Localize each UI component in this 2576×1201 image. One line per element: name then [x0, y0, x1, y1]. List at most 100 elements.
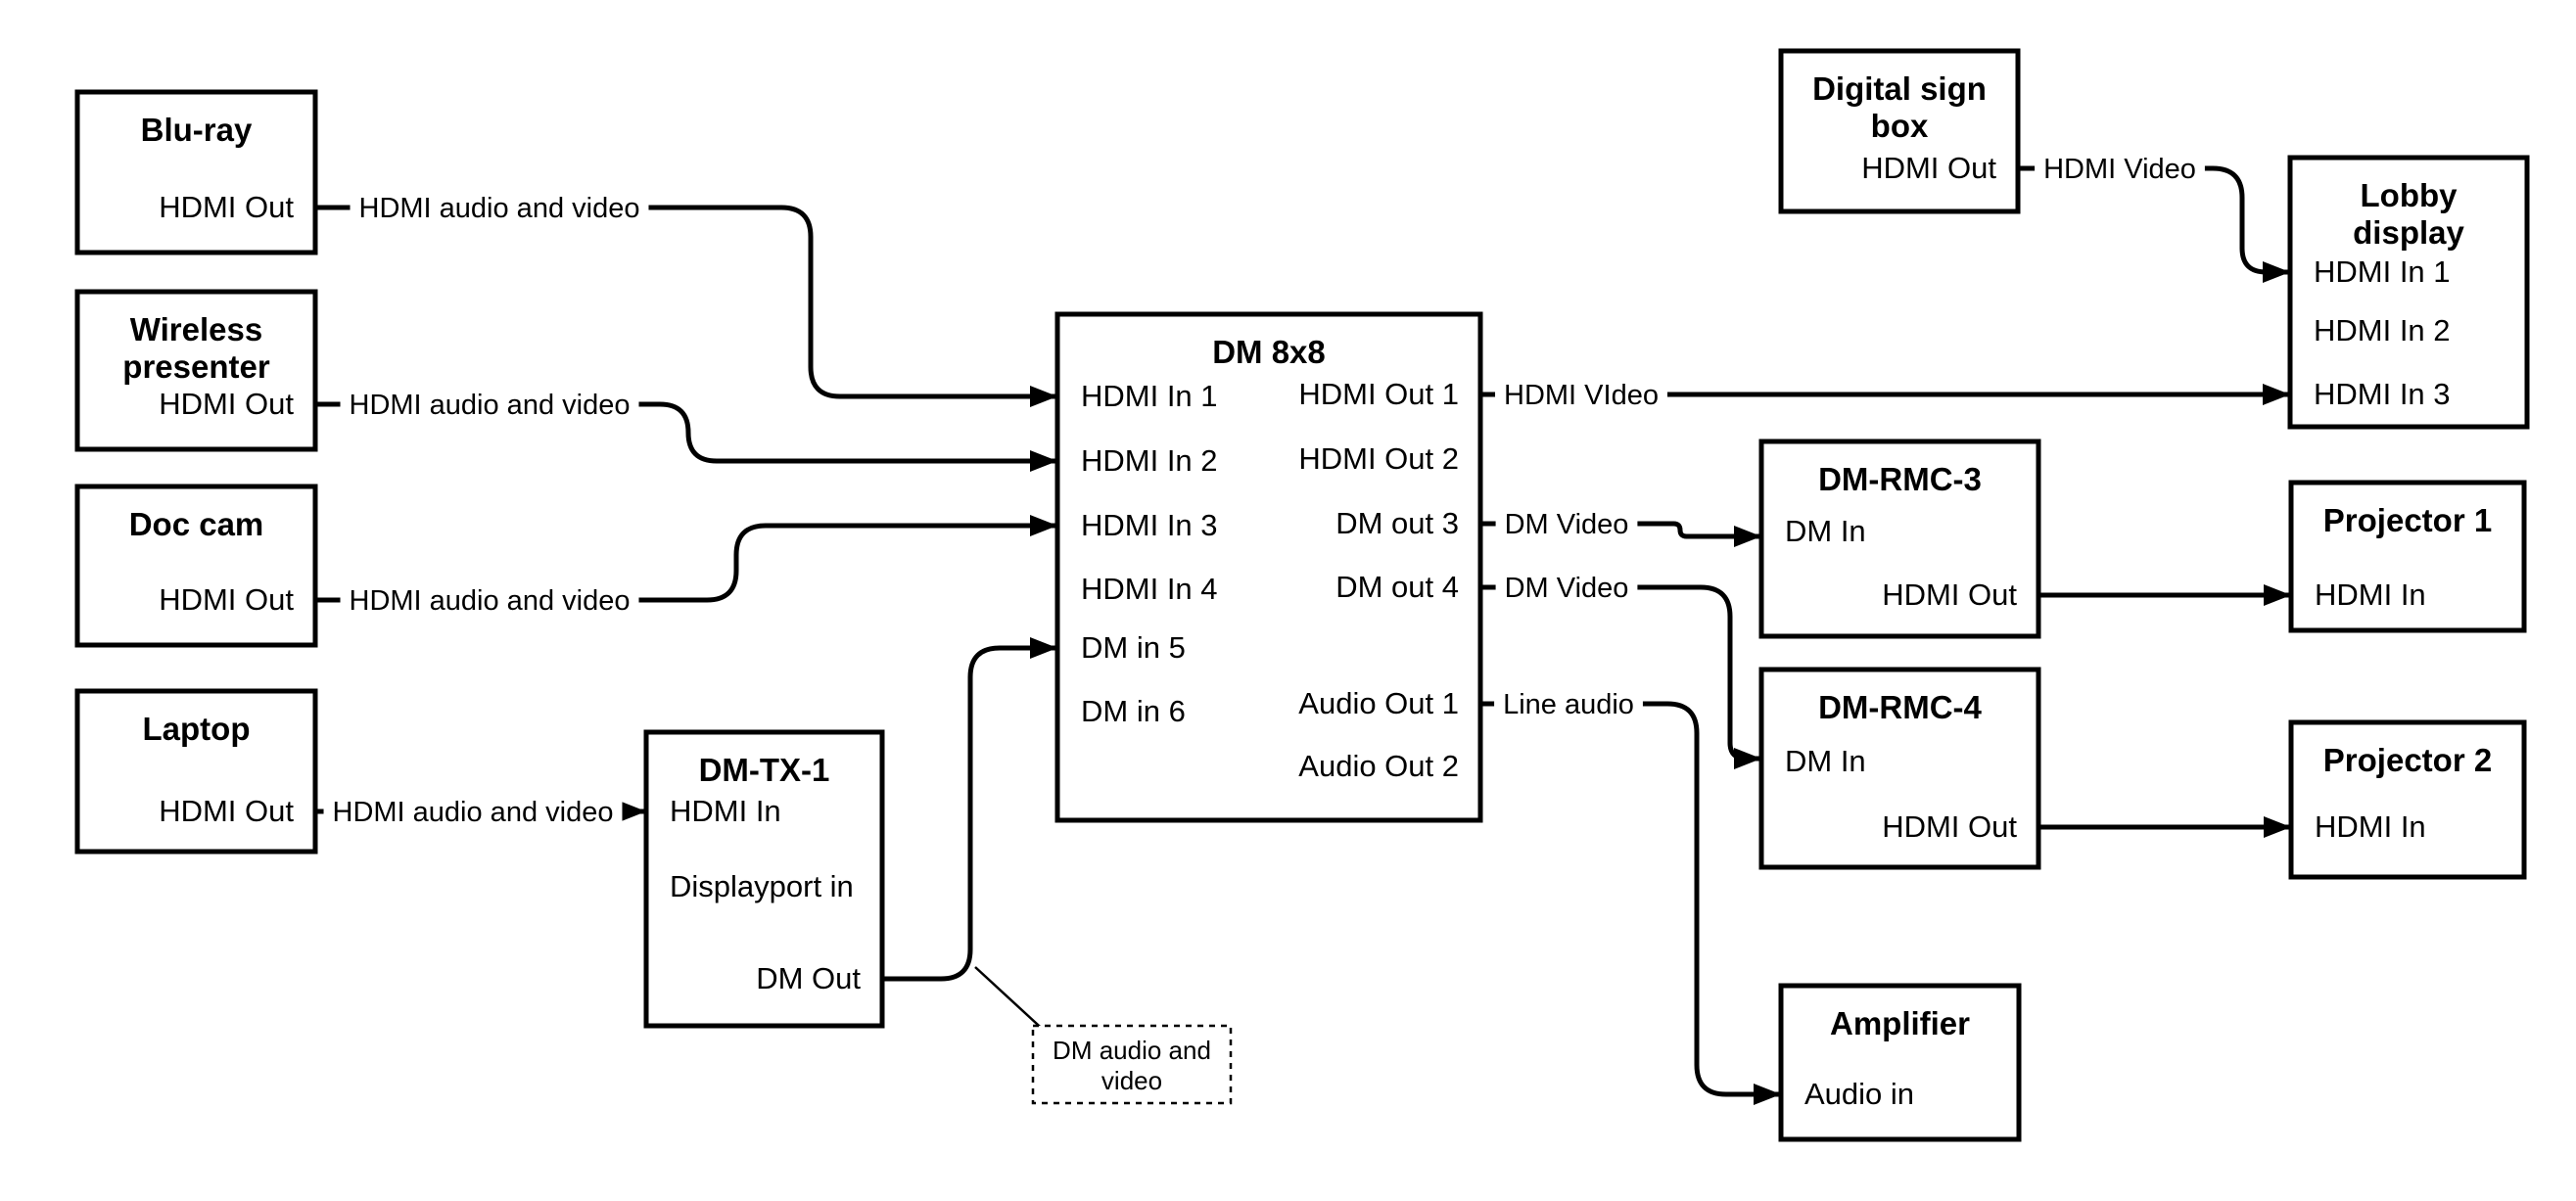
port-dm-8x8-audio-out-2: Audio Out 2	[1298, 749, 1459, 783]
edge-dm-8x8-to-amplifier	[1480, 701, 1781, 1105]
port-dm-8x8-dm-in-6: DM in 6	[1081, 694, 1186, 728]
title-line: presenter	[122, 348, 270, 385]
edge-label-blu-ray-to-dm-8x8: HDMI audio and video	[350, 191, 649, 226]
edge-label-dm-8x8-to-lobby-display: HDMI VIdeo	[1495, 378, 1667, 413]
edge-label-laptop-to-dm-tx-1: HDMI audio and video	[323, 795, 623, 830]
edge-label-dm-8x8-to-dm-rmc-4: DM Video	[1495, 571, 1638, 606]
port-projector-2-hdmi-in: HDMI In	[2315, 809, 2426, 844]
edge-label-bg	[1494, 687, 1643, 722]
node-dm-rmc-3-title: DM-RMC-3	[1818, 461, 1982, 497]
port-dm-8x8-hdmi-in-3: HDMI In 3	[1081, 508, 1218, 542]
port-dm-tx-1-hdmi-in: HDMI In	[670, 794, 781, 828]
title-line: DM-RMC-4	[1818, 689, 1982, 725]
node-projector-1: Projector 1 HDMI In	[2288, 480, 2527, 633]
edge-label-text: HDMI VIdeo	[1504, 380, 1659, 411]
edge-wireless-to-dm-8x8	[315, 401, 1057, 472]
port-blu-ray-hdmi-out: HDMI Out	[159, 190, 294, 224]
port-doc-cam-hdmi-out: HDMI Out	[159, 582, 294, 617]
port-dm-8x8-hdmi-in-2: HDMI In 2	[1081, 443, 1218, 478]
title-line: Digital sign	[1812, 70, 1987, 107]
port-amplifier-audio-in: Audio in	[1804, 1077, 1914, 1111]
port-projector-1-hdmi-in: HDMI In	[2315, 577, 2426, 612]
node-dm-rmc-3-box	[1758, 439, 2041, 639]
node-amplifier-box	[1778, 983, 2022, 1142]
port-wireless-presenter-hdmi-out: HDMI Out	[159, 387, 294, 421]
edge-digital-sign-to-lobby-display	[2018, 165, 2290, 283]
node-laptop-box	[74, 688, 318, 855]
title-line: Projector 2	[2323, 742, 2492, 778]
node-laptop-title: Laptop	[143, 711, 251, 747]
edge-label-bg	[1495, 507, 1638, 542]
edge-label-digital-sign-to-lobby-display: HDMI Video	[2035, 152, 2205, 187]
port-lobby-display-hdmi-in-3: HDMI In 3	[2314, 377, 2451, 411]
title-line: Wireless	[130, 311, 262, 347]
edge-label-text: HDMI audio and video	[333, 797, 614, 828]
edge-dm-8x8-to-dm-rmc-4	[1480, 584, 1761, 769]
title-line: DM 8x8	[1212, 334, 1326, 370]
node-dm-rmc-4-title: DM-RMC-4	[1818, 689, 1982, 725]
node-dm-tx-1-title: DM-TX-1	[699, 752, 830, 788]
node-lobby-display-box	[2287, 155, 2530, 430]
title-line: Lobby	[2361, 177, 2459, 213]
edge-label-dm-8x8-to-amplifier: Line audio	[1494, 687, 1643, 722]
node-amplifier-title: Amplifier	[1830, 1005, 1970, 1041]
node-blu-ray-title: Blu-ray	[141, 112, 253, 148]
port-dm-8x8-audio-out-1: Audio Out 1	[1298, 686, 1459, 720]
edge-label-bg	[340, 388, 639, 423]
edge-label-wireless-to-dm-8x8: HDMI audio and video	[340, 388, 639, 423]
port-dm-8x8-dm-out-3: DM out 3	[1335, 506, 1459, 540]
title-line: Blu-ray	[141, 112, 253, 148]
edge-label-text: HDMI audio and video	[350, 585, 631, 617]
edge-label-doc-cam-to-dm-8x8: HDMI audio and video	[340, 583, 639, 619]
port-digital-sign-box-hdmi-out: HDMI Out	[1861, 151, 1996, 185]
title-line: Projector 1	[2323, 502, 2492, 538]
edge-label-text: DM Video	[1505, 573, 1629, 604]
title-line: DM-TX-1	[699, 752, 830, 788]
port-laptop-hdmi-out: HDMI Out	[159, 794, 294, 828]
port-dm-tx-1-dm-out: DM Out	[756, 961, 861, 995]
node-projector-2-box	[2288, 719, 2527, 880]
node-projector-2-title: Projector 2	[2323, 742, 2492, 778]
port-dm-rmc-3-hdmi-out: HDMI Out	[1882, 577, 2017, 612]
node-dm-rmc-4-box	[1758, 667, 2041, 870]
port-dm-rmc-4-dm-in: DM In	[1785, 744, 1866, 778]
edge-doc-cam-to-dm-8x8	[315, 515, 1057, 603]
node-doc-cam-title: Doc cam	[129, 506, 264, 542]
node-digital-sign-box-box	[1778, 48, 2021, 214]
edge-label-text: HDMI Video	[2043, 154, 2196, 185]
title-line: DM-RMC-3	[1818, 461, 1982, 497]
note-box	[1031, 1024, 1233, 1105]
node-blu-ray-box	[74, 89, 318, 255]
title-line: box	[1871, 108, 1929, 144]
edge-label-bg	[1495, 378, 1667, 413]
note-leader-line	[974, 966, 1051, 1037]
node-projector-1-box	[2288, 480, 2527, 633]
port-lobby-display-hdmi-in-2: HDMI In 2	[2314, 313, 2451, 347]
node-dm-8x8-box	[1054, 311, 1483, 823]
note-text-line: DM audio and	[1053, 1036, 1211, 1065]
node-wireless-presenter-box	[74, 289, 318, 452]
edge-label-dm-8x8-to-dm-rmc-3: DM Video	[1495, 507, 1638, 542]
title-line: Amplifier	[1830, 1005, 1970, 1041]
edge-label-bg	[340, 583, 639, 619]
edge-label-text: HDMI audio and video	[359, 193, 640, 224]
port-dm-8x8-dm-in-5: DM in 5	[1081, 630, 1186, 665]
port-dm-8x8-hdmi-out-2: HDMI Out 2	[1298, 441, 1459, 476]
title-line: Doc cam	[129, 506, 264, 542]
